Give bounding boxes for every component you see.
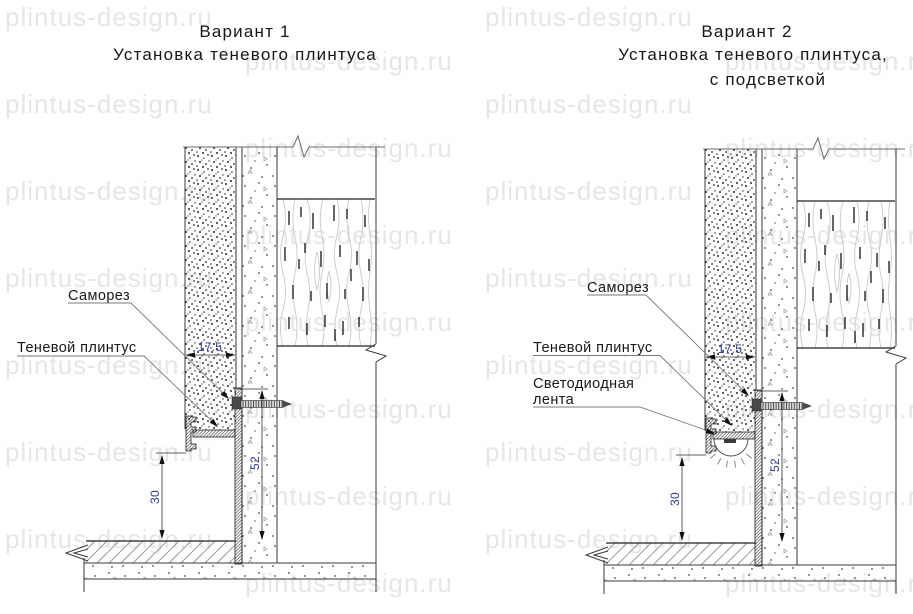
variant2-label-screw: Саморез <box>587 280 649 296</box>
leader-screw <box>587 294 747 394</box>
leader-led <box>533 406 712 433</box>
watermark-text: plintus-design.ru <box>5 437 213 467</box>
leader-plinth-arrow-icon <box>723 417 732 426</box>
variant1-title-line1: Вариант 1 <box>199 22 290 41</box>
variant1-label-screw: Саморез <box>68 288 130 304</box>
watermark-text: plintus-design.ru <box>245 480 453 511</box>
watermark-text: plintus-design.ru <box>725 45 913 76</box>
variant2-title-line2: Установка теневого плинтуса, <box>618 45 888 64</box>
diagram-variant-1: Вариант 1 Установка теневого плинтуса 17… <box>17 22 386 592</box>
watermark-text: plintus-design.ru <box>5 350 213 380</box>
watermark-text: plintus-design.ru <box>485 89 693 119</box>
led-glow-arc-icon <box>713 438 749 457</box>
watermark-text: plintus-design.ru <box>485 263 693 293</box>
leader-screw <box>68 302 227 397</box>
variant2-label-plinth: Теневой плинтус <box>533 340 652 356</box>
watermark-text: plintus-design.ru <box>485 437 693 467</box>
watermark-text: plintus-design.ru <box>485 176 693 206</box>
led-tape <box>724 439 736 443</box>
variant1-dim-width-value: 17.5 <box>198 340 223 354</box>
watermark-text: plintus-design.ru <box>485 2 693 32</box>
watermark-text: plintus-design.ru <box>245 306 453 337</box>
variant2-dim-height-value: 52 <box>768 458 782 472</box>
variant2-dim-width-value: 17.5 <box>718 342 743 356</box>
variant2-label-led-line1: Светодиодная <box>533 376 634 392</box>
watermark-text: plintus-design.ru <box>5 2 213 32</box>
leader-screw-arrow-icon <box>740 387 749 396</box>
watermark-text: plintus-design.ru <box>5 263 213 293</box>
leader-plinth <box>533 355 730 424</box>
watermark-text: plintus-design.ru <box>5 176 213 206</box>
led-strip <box>709 438 753 468</box>
watermark-text: plintus-design.ru <box>5 89 213 119</box>
variant2-title-line3: с подсветкой <box>710 70 826 89</box>
variant2-label-led-line2: лента <box>533 392 575 408</box>
watermark-text: plintus-design.ru <box>245 393 453 424</box>
variant2-title-line1: Вариант 2 <box>701 22 792 41</box>
leader-plinth <box>17 355 216 425</box>
led-rays-icon <box>709 453 753 468</box>
watermark-text: plintus-design.ru <box>5 611 213 614</box>
variant1-dim-gap-value: 30 <box>148 490 162 504</box>
leader-plinth-arrow-icon <box>209 418 218 427</box>
watermark-text: plintus-design.ru <box>485 611 693 614</box>
variant1-label-plinth: Теневой плинтус <box>17 340 136 356</box>
variant2-dim-gap-value: 30 <box>668 492 682 506</box>
leader-screw-arrow-icon <box>220 390 229 399</box>
watermark-text: plintus-design.ru <box>245 45 453 76</box>
watermark-text: plintus-design.ru <box>485 350 693 380</box>
variant1-title-line2: Установка теневого плинтуса <box>113 45 377 64</box>
variant1-dim-height-value: 52 <box>248 456 262 470</box>
leader-led-arrow-icon <box>705 428 715 434</box>
diagram-variant-2: Вариант 2 Установка теневого плинтуса, с… <box>533 22 906 594</box>
